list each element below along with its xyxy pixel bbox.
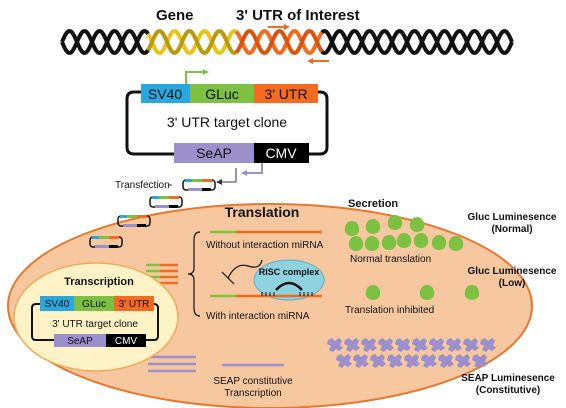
dna-strand	[146, 29, 237, 55]
cmv-box	[254, 143, 309, 163]
pathway-bracket	[187, 231, 201, 317]
dna-strand	[234, 29, 324, 55]
transcription-title: Transcription	[64, 276, 134, 288]
sv40-promoter-arrow	[185, 71, 203, 84]
dna-strand	[234, 29, 324, 55]
gluc-protein	[387, 215, 403, 230]
nucleus-plasmid-title: 3' UTR target clone	[52, 319, 138, 330]
transfection-label: Transfection	[115, 180, 170, 191]
nucleus-gluc-box	[74, 296, 114, 311]
gluc-protein	[409, 217, 425, 232]
seap-luminesence-label-1: SEAP Luminesence	[461, 373, 555, 384]
gluc-protein	[448, 236, 464, 251]
cmv-promoter-arrow	[247, 163, 263, 174]
seap-transcription-line2: Transcription	[224, 388, 281, 399]
nucleus-sv40-box	[40, 296, 74, 311]
reverse-primer-arrow	[307, 58, 329, 64]
without-mirna-label: Without interaction miRNA	[206, 240, 324, 251]
nucleus-utr-label: 3' UTR	[119, 299, 150, 310]
nucleus-sv40-label: SV40	[45, 299, 70, 310]
nucleus-seap-box	[54, 334, 106, 347]
mirna-squiggle	[227, 259, 263, 279]
gluc-low-label-2: (Low)	[499, 278, 526, 289]
secretion-title: Secretion	[348, 198, 398, 210]
utr-box	[254, 84, 318, 103]
nucleus-utr-box	[114, 296, 154, 311]
nucleus-cmv-box	[106, 334, 146, 347]
nucleus-cmv-label: CMV	[115, 336, 138, 347]
gluc-protein	[381, 235, 397, 250]
gluc-protein	[348, 236, 364, 251]
utr-label: 3' UTR	[264, 86, 307, 102]
normal-translation-label: Normal translation	[350, 254, 431, 265]
cmv-label: CMV	[265, 145, 297, 161]
utr-of-interest-label: 3' UTR of Interest	[236, 7, 360, 24]
sv40-box	[141, 84, 190, 103]
translation-inhibited-label: Translation inhibited	[345, 305, 434, 316]
risc-label: RISC complex	[259, 267, 320, 277]
translation-title: Translation	[225, 204, 300, 220]
gene-dna-helix	[60, 29, 514, 55]
gluc-normal-label-1: Gluc Luminesence	[468, 212, 557, 223]
dna-strand	[146, 29, 237, 55]
with-mirna-label: With interaction miRNA	[206, 311, 310, 322]
mini-plasmid-4	[89, 236, 123, 248]
mini-plasmid-1	[182, 179, 216, 191]
gluc-normal-label-2: (Normal)	[491, 224, 532, 235]
gluc-label: GLuc	[205, 86, 238, 102]
transfection-arrow	[168, 168, 237, 186]
gluc-box	[190, 84, 254, 103]
gluc-protein	[344, 221, 360, 236]
seap-mrna-lines	[148, 355, 284, 373]
nucleus-gluc-label: GLuc	[82, 299, 106, 310]
nucleus-plasmid: SV40 GLuc 3' UTR 3' UTR target clone SeA…	[31, 296, 159, 347]
nucleus-seap-label: SeAP	[67, 336, 93, 347]
gluc-protein	[413, 233, 429, 248]
seap-transcription-line1: SEAP constitutive	[213, 376, 293, 387]
dna-strand	[320, 29, 514, 55]
sv40-label: SV40	[148, 86, 182, 102]
gluc-protein	[431, 235, 447, 250]
mini-plasmid-2	[149, 196, 183, 208]
gluc-low-label-1: Gluc Luminesence	[468, 266, 557, 277]
top-plasmid-title: 3' UTR target clone	[167, 114, 287, 130]
mini-plasmid-3	[117, 215, 151, 227]
mrna-with-mirna	[210, 292, 322, 298]
dna-strand	[60, 29, 150, 55]
seap-label: SeAP	[196, 145, 232, 161]
gluc-protein	[365, 219, 381, 234]
forward-primer-arrow	[268, 24, 290, 30]
gluc-protein	[396, 233, 412, 248]
gluc-protein	[364, 236, 380, 251]
dna-strand	[320, 29, 514, 55]
gene-label: Gene	[156, 7, 194, 24]
seap-box	[174, 143, 254, 163]
top-plasmid: SV40 GLuc 3' UTR 3' UTR target clone SeA…	[125, 69, 329, 176]
seap-luminesence-label-2: (Constitutive)	[476, 385, 540, 396]
risc-complex	[253, 259, 325, 301]
